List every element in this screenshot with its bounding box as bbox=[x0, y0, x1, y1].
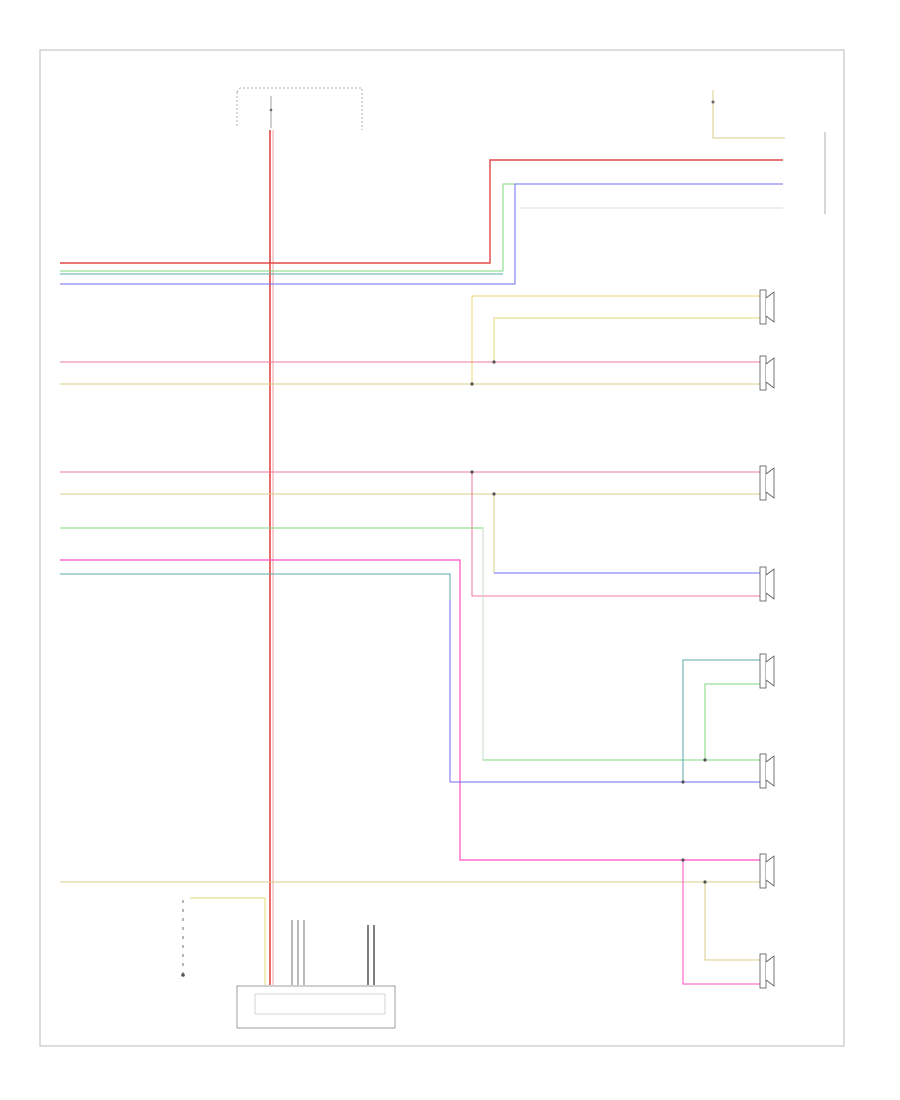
rear-speaker-wires bbox=[60, 527, 760, 861]
wire-rf-tweeter-pos bbox=[471, 295, 760, 384]
lf-speaker-wires bbox=[60, 470, 760, 597]
wire-subwoofer bbox=[190, 897, 266, 985]
speaker-rf-door bbox=[759, 355, 775, 391]
speaker-lf-door bbox=[759, 465, 775, 501]
rf-speaker-wires bbox=[60, 295, 760, 386]
fuse-block bbox=[236, 87, 363, 130]
wire-sw3-blue bbox=[60, 183, 783, 285]
wire-rr-teal bbox=[60, 573, 760, 783]
fuse-terminal bbox=[269, 108, 273, 112]
antenna-module bbox=[711, 90, 785, 139]
radio-input-2-wires bbox=[367, 925, 375, 985]
splice-rf-1 bbox=[492, 360, 496, 364]
splice-rr-2 bbox=[703, 758, 707, 762]
speaker-lr-tweeter bbox=[759, 953, 775, 989]
speaker-symbols bbox=[759, 289, 775, 989]
diagram-frame bbox=[39, 49, 845, 1047]
splice-lf-2 bbox=[492, 492, 496, 496]
fuse-block-outline bbox=[236, 87, 363, 130]
radio-input-1-wires bbox=[291, 920, 305, 985]
radio-inputs bbox=[291, 920, 375, 985]
wire-sw2-green bbox=[60, 183, 783, 272]
speaker-lf-tweeter bbox=[759, 566, 775, 602]
splice-lr-1 bbox=[681, 858, 685, 862]
speaker-rf-tweeter bbox=[759, 289, 775, 325]
radio-receiver bbox=[236, 985, 396, 1029]
wire-rr-tweeter-teal bbox=[682, 659, 760, 782]
speaker-rr-tweeter bbox=[759, 653, 775, 689]
antenna-terminal bbox=[711, 100, 715, 104]
wire-rr-blue bbox=[449, 600, 760, 783]
speaker-rr-door bbox=[759, 753, 775, 789]
wire-lf-tweeter-pos bbox=[471, 472, 760, 597]
splice-rf-2 bbox=[470, 382, 474, 386]
steering-switch-wires bbox=[60, 132, 826, 285]
wire-rr-magenta bbox=[60, 559, 760, 861]
wire-rf-tweeter-neg bbox=[493, 317, 760, 362]
subwoofer-module bbox=[181, 897, 266, 985]
radio-receiver-connector bbox=[254, 993, 386, 1015]
splice-lf-1 bbox=[470, 470, 474, 474]
splice-rr-1 bbox=[681, 780, 685, 784]
wire-rr-green bbox=[60, 527, 760, 761]
wire-rr-tweeter-green bbox=[704, 683, 760, 760]
speaker-lr-door bbox=[759, 853, 775, 889]
wire-lr-tweeter-magenta bbox=[682, 860, 760, 985]
antenna-wire bbox=[712, 90, 785, 139]
splice-lr-2 bbox=[703, 880, 707, 884]
lr-speaker-wires bbox=[60, 858, 760, 985]
radio-receiver-box bbox=[236, 985, 396, 1029]
subwoofer-terminal bbox=[181, 973, 185, 977]
wire-lf-tweeter-neg bbox=[493, 494, 760, 574]
wire-lr-tweeter-tan bbox=[704, 882, 760, 961]
wire-sw1-red bbox=[60, 159, 783, 264]
